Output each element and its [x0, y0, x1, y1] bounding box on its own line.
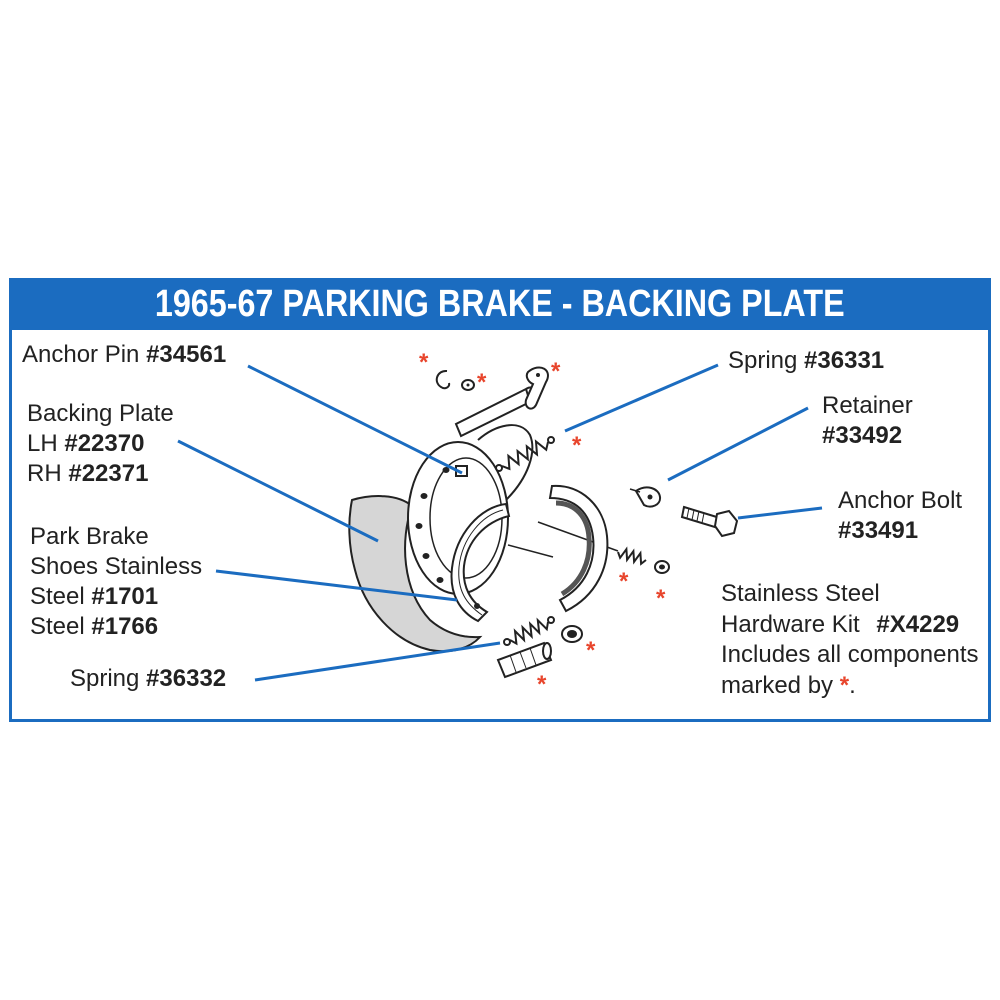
backing-plate-rh: RH #22371: [27, 459, 174, 489]
retainer-part: [629, 486, 662, 508]
kit-marker: *: [477, 369, 487, 396]
backing-plate-name: Backing Plate: [27, 400, 174, 427]
anchor-bolt-head: [713, 509, 739, 538]
leader-retainer: [667, 406, 809, 482]
backing-plate-lh: LH #22370: [27, 429, 174, 459]
kit-marker: *: [586, 637, 596, 664]
anchor-pin-part-number: #34561: [146, 341, 227, 368]
page-title: 1965-67 PARKING BRAKE - BACKING PLATE: [155, 283, 845, 325]
left-brake-shoe: [450, 502, 511, 623]
anchor-bolt-label: Anchor Bolt #33491: [838, 486, 962, 546]
lh-part-number: #22370: [64, 430, 145, 457]
leader-upper-spring: [564, 363, 719, 433]
kit-marker: *: [656, 585, 666, 612]
rh-part-number: #22371: [68, 460, 149, 487]
leader-anchor-pin: [247, 364, 463, 475]
kit-marker: *: [537, 671, 547, 698]
c-clip: [435, 369, 451, 390]
upper-spring-name: Spring: [728, 347, 798, 374]
brake-shoes-label: Park Brake Shoes Stainless Steel #1701 S…: [30, 522, 202, 642]
backing-plate-label: Backing Plate LH #22370 RH #22371: [27, 399, 174, 489]
anchor-pin-label: Anchor Pin #34561: [22, 340, 226, 370]
brake-shoes-line3: Steel #1701: [30, 582, 202, 612]
right-brake-shoe: [548, 484, 609, 613]
marked-by-text: marked by: [721, 671, 834, 699]
kit-marker: *: [619, 568, 629, 595]
steel-shoe-text: Steel: [30, 613, 85, 640]
hardware-kit-line3: Includes all components: [721, 641, 979, 668]
title-banner: 1965-67 PARKING BRAKE - BACKING PLATE: [9, 278, 991, 330]
legend-marker: *: [839, 671, 850, 699]
anchor-bolt-name: Anchor Bolt: [838, 487, 963, 514]
top-clips: [435, 366, 549, 410]
retainer-part-number: #33492: [822, 422, 903, 449]
hardware-kit-label: Stainless Steel Hardware Kit #X4229 Incl…: [721, 579, 978, 701]
shoe-bracket: [524, 366, 549, 410]
leader-lower-spring: [254, 641, 501, 682]
retainer-name: Retainer: [822, 392, 913, 419]
legend-period: .: [849, 671, 856, 699]
hold-down-spring: [617, 546, 670, 574]
parking-brake-strut: [507, 544, 554, 558]
stainless-shoe-text: Steel: [30, 583, 85, 610]
rh-text: RH: [27, 460, 62, 487]
kit-marker: *: [572, 432, 582, 459]
brake-shoes-line2: Shoes Stainless: [30, 553, 203, 580]
upper-spring-part-number: #36331: [804, 347, 885, 374]
lh-text: LH: [27, 430, 58, 457]
hardware-kit-line4: marked by *.: [721, 671, 978, 702]
adjuster-screw: [496, 625, 583, 679]
backing-plate-holes: [415, 467, 450, 583]
brake-shoes-line1: Park Brake: [30, 523, 149, 550]
leader-backing-plate: [177, 439, 379, 543]
leader-lines: [177, 363, 823, 682]
upper-return-spring: [495, 436, 555, 472]
anchor-pin-name: Anchor Pin: [22, 341, 140, 368]
leader-brake-shoes: [215, 569, 458, 602]
hardware-kit-line1: Stainless Steel: [721, 580, 880, 607]
kit-marker: *: [551, 358, 561, 385]
lower-spring-label: Spring #36332: [70, 664, 226, 694]
kit-marker: *: [419, 349, 429, 376]
lower-return-spring: [503, 616, 555, 646]
anchor-bolt-part: [680, 505, 739, 538]
leader-anchor-bolt: [737, 506, 823, 520]
hardware-kit-part-number: #X4229: [876, 610, 960, 638]
anchor-bolt-part-number: #33491: [838, 517, 919, 544]
backing-plate: [348, 424, 534, 653]
backing-plate-rim: [477, 424, 534, 501]
retainer-label: Retainer #33492: [822, 391, 913, 451]
lower-spring-name: Spring: [70, 665, 140, 692]
brake-shoes-line4: Steel #1766: [30, 612, 202, 642]
stainless-shoe-part-number: #1701: [91, 583, 159, 610]
hardware-kit-line2: Hardware Kit #X4229: [721, 610, 978, 641]
lower-spring-part-number: #36332: [146, 665, 227, 692]
upper-spring-label: Spring #36331: [728, 346, 884, 376]
hardware-kit-text: Hardware Kit: [721, 610, 860, 638]
steel-shoe-part-number: #1766: [91, 613, 159, 640]
